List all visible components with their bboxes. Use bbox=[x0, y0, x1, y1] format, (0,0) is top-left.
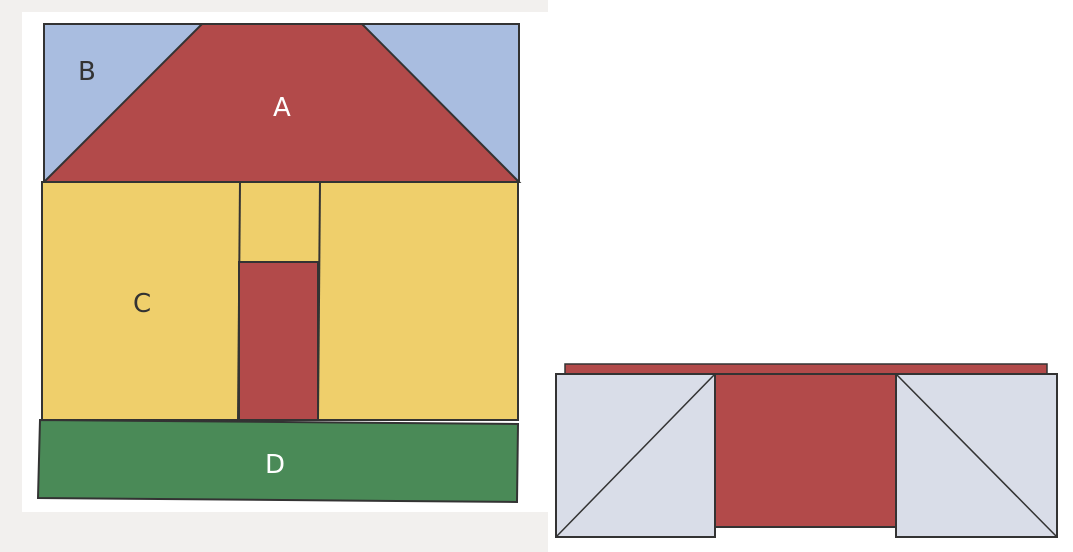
roof-assembly bbox=[556, 364, 1057, 537]
label-b: B bbox=[78, 57, 96, 87]
label-d: D bbox=[265, 450, 285, 480]
door-piece bbox=[239, 262, 318, 420]
assembly-center-red-piece bbox=[712, 374, 898, 527]
label-a: A bbox=[273, 93, 291, 123]
label-c: C bbox=[133, 289, 151, 319]
